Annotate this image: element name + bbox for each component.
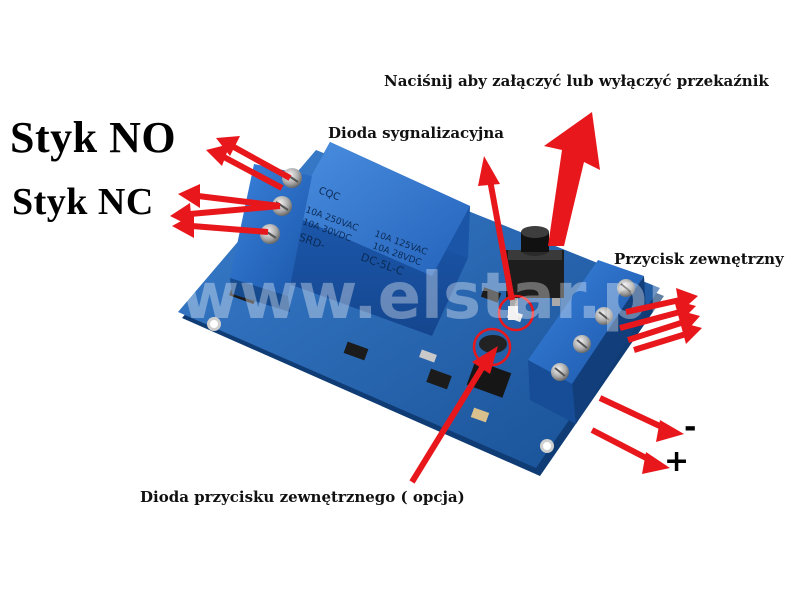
watermark: www.elstar.pl: [180, 260, 669, 334]
relay: CQC 10A 250VAC 10A 30VDC 10A 125VAC 10A …: [256, 142, 470, 336]
left-terminal-block: [230, 164, 312, 312]
push-button: [506, 226, 564, 306]
arrows: [170, 112, 702, 484]
label-button-hint: Naciśnij aby załączyć lub wyłączyć przek…: [384, 72, 769, 90]
label-minus: -: [684, 410, 697, 445]
label-external-button: Przycisk zewnętrzny: [614, 250, 784, 268]
label-ext-button-diode: Dioda przycisku zewnętrznego ( opcja): [140, 488, 465, 506]
label-signal-diode: Dioda sygnalizacyjna: [328, 124, 504, 142]
label-no-contact: Styk NO: [10, 113, 177, 162]
signal-led: [497, 294, 535, 332]
label-nc-contact: Styk NC: [12, 181, 154, 223]
label-plus: +: [664, 444, 690, 479]
